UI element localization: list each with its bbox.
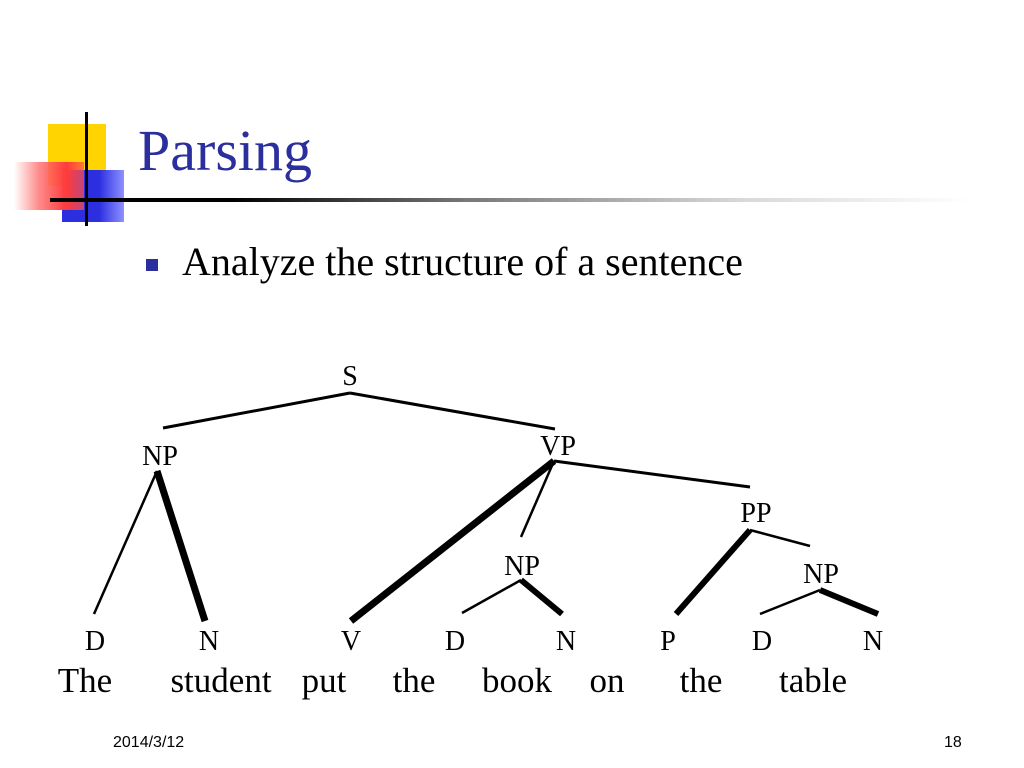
edge-vp-pp xyxy=(553,459,751,489)
edge-pp-p xyxy=(673,528,753,616)
node-pp: PP xyxy=(740,498,771,529)
edge-np2-n xyxy=(519,577,564,617)
edge-np2-d xyxy=(461,578,522,615)
pos-tag: N xyxy=(556,626,576,657)
edge-pp-np xyxy=(749,528,811,548)
slide-title: Parsing xyxy=(138,118,312,183)
sentence-word: The xyxy=(58,661,112,700)
sentence-word: put xyxy=(302,661,347,700)
pos-tag: D xyxy=(445,626,465,657)
pos-tag: N xyxy=(863,626,883,657)
node-s: S xyxy=(342,361,358,392)
edge-vp-v xyxy=(348,458,557,624)
sentence-word: table xyxy=(779,661,847,700)
edge-s-np xyxy=(162,391,351,430)
edge-np3-d xyxy=(759,588,821,616)
node-np-subject: NP xyxy=(142,441,178,472)
sentence-word: the xyxy=(393,661,436,700)
edge-np3-n xyxy=(818,587,880,617)
edge-np-d xyxy=(92,470,159,615)
pos-tag: N xyxy=(199,626,219,657)
page-number: 18 xyxy=(944,734,962,751)
edge-vp-np xyxy=(519,460,556,538)
pos-tag: D xyxy=(752,626,772,657)
sentence-word: book xyxy=(482,661,553,700)
tree-edges xyxy=(92,391,880,624)
bullet-square-icon xyxy=(146,259,158,271)
sentence-word: student xyxy=(170,661,271,700)
title-underline xyxy=(50,198,970,202)
sentence-word: on xyxy=(590,661,625,700)
bullet-text: Analyze the structure of a sentence xyxy=(182,239,743,284)
pos-tag: V xyxy=(341,626,361,657)
node-vp: VP xyxy=(540,431,576,462)
pos-tag: D xyxy=(85,626,105,657)
edge-s-vp xyxy=(349,391,556,431)
decor-vertical-line xyxy=(85,112,88,226)
pos-tag: P xyxy=(660,626,676,657)
sentence-word: the xyxy=(680,661,723,700)
node-np-prep: NP xyxy=(803,559,839,590)
node-np-object: NP xyxy=(504,551,540,582)
footer-date: 2014/3/12 xyxy=(113,734,185,751)
decor-red-square xyxy=(14,162,84,210)
edge-np-n xyxy=(153,469,209,623)
